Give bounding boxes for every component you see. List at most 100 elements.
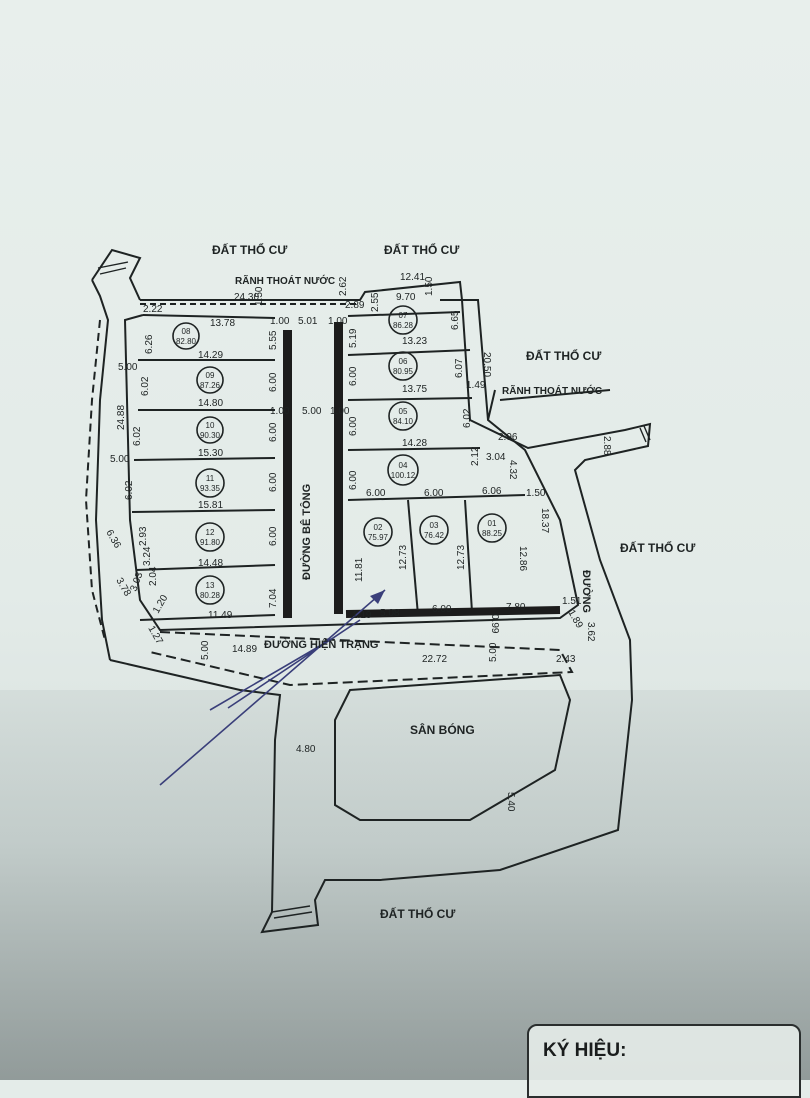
label-dat-tho-cu-nw: ĐẤT THỔ CƯ [212,242,287,257]
dim-top-2-55: 2.55 [370,292,381,312]
lot-12-circle [195,522,225,552]
dim-w-6-02b: 6.02 [132,426,143,446]
dim-r-1-51: 1.51 [562,596,582,607]
dim-w-24-88: 24.88 [116,405,127,430]
lot-13-area: 80.28 [200,591,221,600]
dim-c-6-00-l2: 6.00 [268,422,279,442]
boundary-lines [84,248,652,934]
dim-c-1-00a: 1.00 [270,316,290,327]
dim-c-1-00c: 1.00 [270,406,290,417]
lot-10-area: 90.30 [200,431,221,440]
dim-l-13-78: 13.78 [210,318,235,329]
lot-03-circle [419,515,449,545]
dim-r-1-50: 1.50 [526,488,546,499]
lot-10-id: 10 [206,421,215,430]
lot-07-circle [388,305,418,335]
lot-09-area: 87.26 [200,381,221,390]
dim-c-5-55: 5.55 [268,330,279,350]
dim-r-3-62: 3.62 [585,622,596,642]
dim-r-3-04: 3.04 [486,452,506,463]
lot-13-id: 13 [206,581,215,590]
lot-02-id: 02 [374,523,383,532]
lot-08-circle [172,322,200,350]
dim-l-14-80: 14.80 [198,398,223,409]
dim-s-22-72: 22.72 [422,654,447,665]
dim-w-3-03: 3.03 [128,571,145,593]
lot-01-circle [477,513,507,543]
lot-12-area: 91.80 [200,538,221,547]
dim-r-2-96: 2.96 [498,432,518,443]
lot-03-area: 76.42 [424,531,445,540]
dim-b-6-00a: 6.00 [366,488,386,499]
lot-11-id: 11 [206,474,215,483]
dim-w-5-00b: 5.00 [110,454,130,465]
pen-arrowhead [370,590,385,604]
dim-r-4-32: 4.32 [507,460,518,480]
label-san-bong: SÂN BÓNG [410,722,475,737]
lot-05-id: 05 [399,407,408,416]
dim-r-2-88: 2.88 [601,436,612,456]
dim-c-5-00: 5.00 [302,406,322,417]
label-duong-be-tong: ĐƯỜNG BÊ TÔNG [300,484,313,580]
dim-b-6-06: 6.06 [482,486,502,497]
dim-r-18-37: 18.37 [539,508,550,533]
lot-12-id: 12 [206,528,215,537]
dim-w-1-27: 1.27 [145,624,164,647]
lot-02-circle [363,517,393,547]
dim-top-24-30: 24.30 [234,292,259,303]
lot-01-id: 01 [488,519,497,528]
label-duong-hien-trang: ĐƯỜNG HIỆN TRẠNG [264,638,378,651]
dim-r-14-28: 14.28 [402,438,427,449]
dim-w-6-26: 6.26 [144,334,155,354]
dim-l-11-49: 11.49 [208,610,233,621]
dim-w-6-36: 6.36 [103,528,122,551]
dim-l-15-30: 15.30 [198,448,223,459]
lot-07-id: 07 [399,311,408,320]
legend-title: KÝ HIỆU: [543,1040,627,1061]
lot-08-area: 82.80 [176,337,197,346]
road-bar-right [334,322,343,614]
dim-s-5-40: 5.40 [505,792,516,812]
dim-b-0-99: 0.99 [489,614,500,634]
dim-c-1-19: 1.19 [352,610,372,621]
dim-b-6-00c: 6.00 [432,604,452,615]
lot-06-id: 06 [399,357,408,366]
dim-c-7-04: 7.04 [268,588,279,608]
dim-b-6-00b: 6.00 [424,488,444,499]
dim-c-5-01: 5.01 [298,316,318,327]
lot-04-circle [387,454,419,486]
dim-top-2-89: 2.89 [345,300,365,311]
dim-s-2-43: 2.43 [556,654,576,665]
dim-r-20-50: 20.50 [481,352,492,377]
dim-l-14-89: 14.89 [232,644,257,655]
dim-w-6-02a: 6.02 [140,376,151,396]
dim-b-12-73b: 12.73 [456,545,467,570]
pen-arrow [159,589,386,786]
dim-w-3-24: 3.24 [142,546,153,566]
dim-top-2-22: 2.22 [143,304,163,315]
lot-06-circle [388,351,418,381]
dim-b-5-08: 5.08 [380,608,400,619]
lot-10-circle [196,416,224,444]
dim-r-1-49: 1.49 [466,380,486,391]
lot-13-circle [195,575,225,605]
dim-s-5-00a: 5.00 [200,640,211,660]
lot-05-area: 84.10 [393,417,414,426]
dim-r-2-12: 2.12 [470,446,481,466]
dim-r-6-65: 6.65 [450,310,461,330]
dim-w-2-04: 2.04 [148,566,159,586]
lot-04-id: 04 [399,461,408,470]
dim-s-4-80: 4.80 [296,744,316,755]
lot-06-area: 80.95 [393,367,414,376]
dim-r-6-07: 6.07 [454,358,465,378]
lot-03-id: 03 [430,521,439,530]
lot-09-circle [196,366,224,394]
label-ranh-thoat-nuoc-right: RÃNH THOÁT NƯỚC [502,384,602,397]
dim-top-12-41: 12.41 [400,272,425,283]
dim-r-12-86: 12.86 [517,546,528,571]
lot-11-area: 93.35 [200,484,221,493]
label-ranh-thoat-nuoc-top: RÃNH THOÁT NƯỚC [235,274,335,287]
dim-c-6-00-r1: 6.00 [348,366,359,386]
